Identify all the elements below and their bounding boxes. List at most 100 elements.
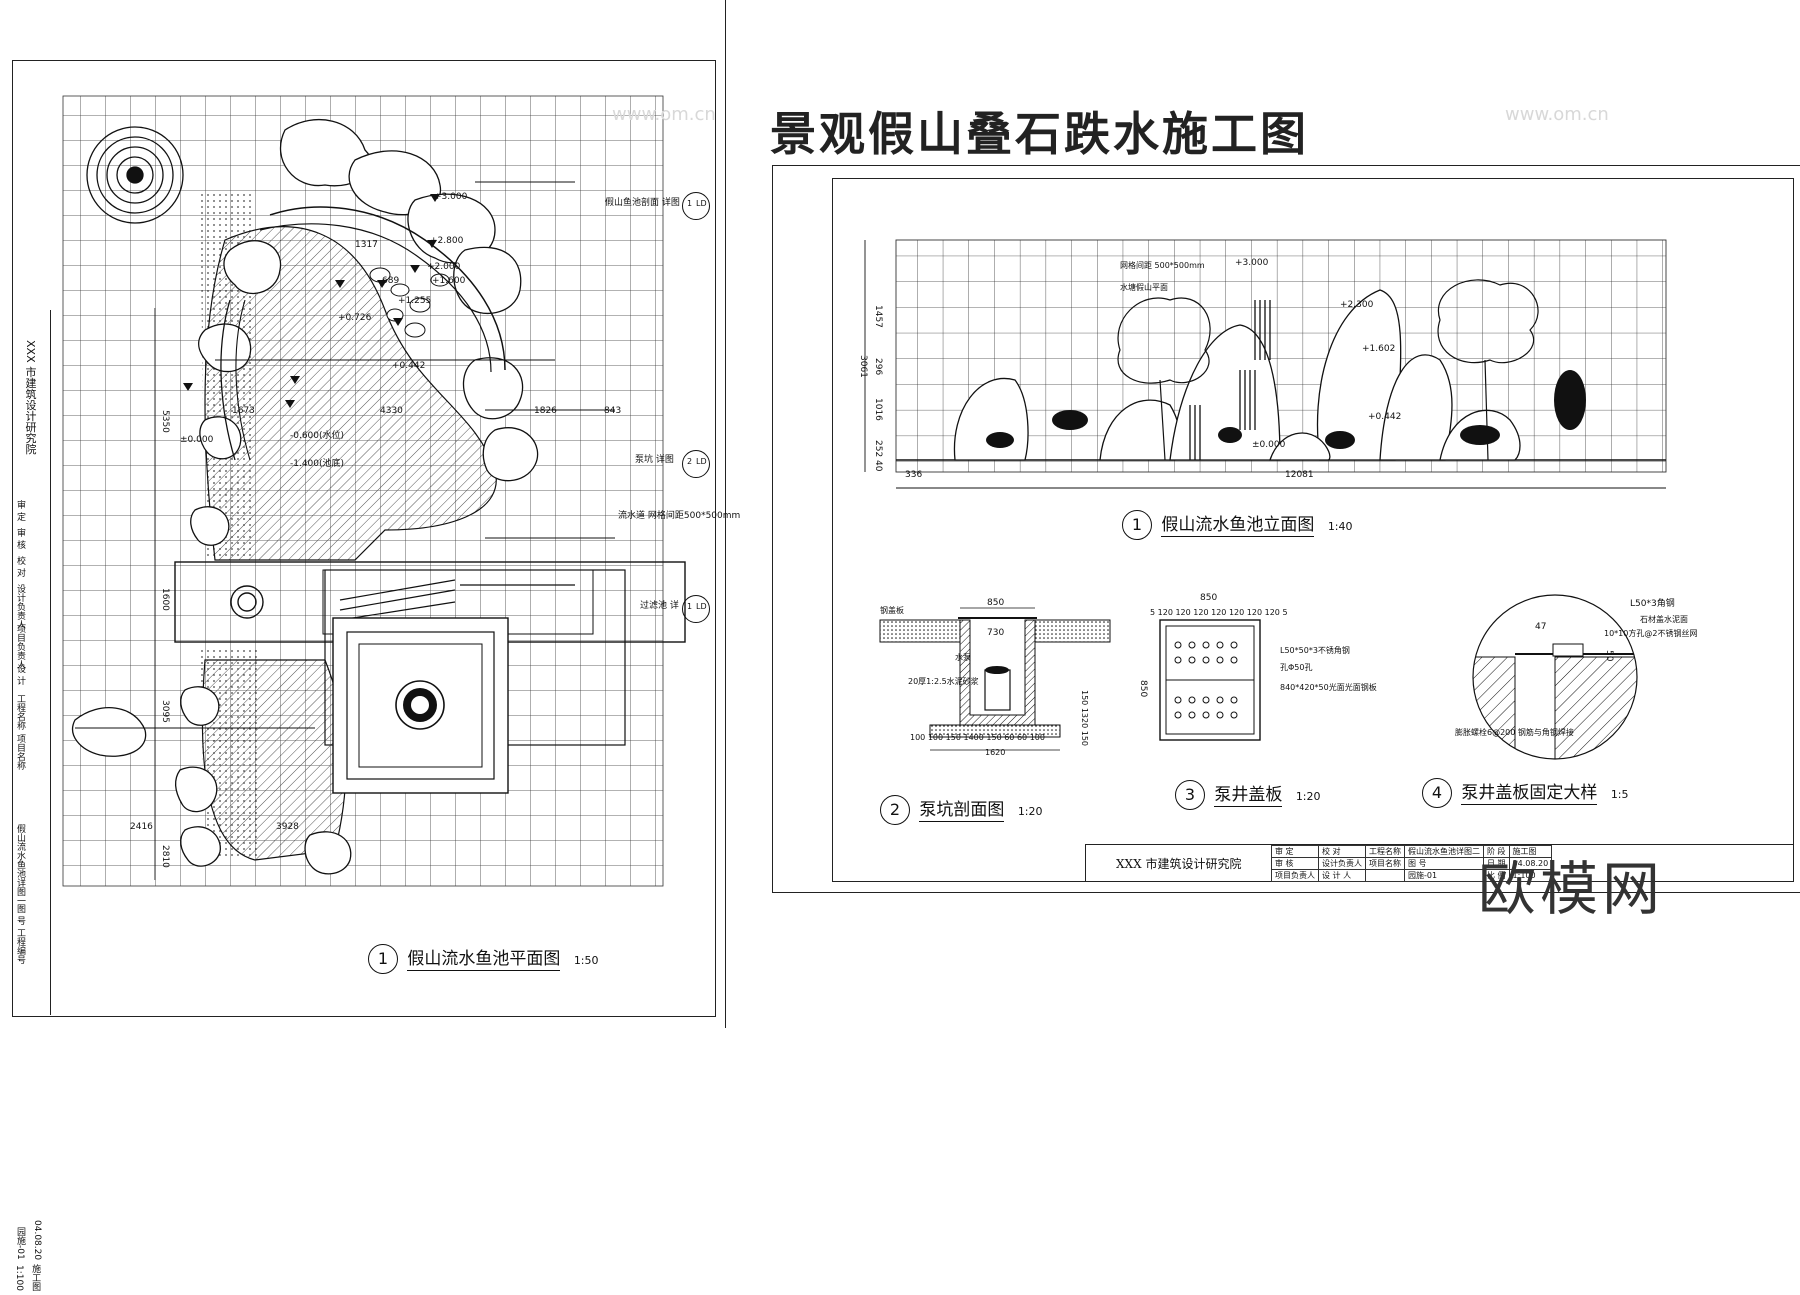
strip-label: 设计负责人 [15,584,25,629]
strip-label: 项目名称 [15,734,25,770]
callout-text: 泵坑 详图 [635,455,674,465]
pit-dim: 1400 [963,733,984,742]
strip-code: 园施-01 [15,1227,25,1261]
tb-cell: 假山流水鱼池详图二 [1404,845,1484,858]
cover-subdim: 120 [1157,608,1173,617]
caption-number: 2 [880,795,910,825]
pit-ground-left [879,619,961,643]
caption-scale: 1:50 [573,954,599,967]
callout-ref: LD [696,457,707,466]
cover-dim: 850 [1138,680,1148,698]
callout-num: 2 [687,457,693,466]
elevation-label: +0.726 [338,313,372,323]
detail-wall [1554,656,1637,759]
pit-dim: 150 [945,733,961,742]
strip-label: 假山流水鱼池详图一 [15,824,25,905]
callout-num: 1 [687,602,693,611]
elevation-label: ±0.000 [180,435,214,445]
detail-wall [1473,656,1516,759]
elevation-note: 水塘假山平面 [1120,283,1168,292]
pit-dim: 1320 [1080,707,1089,729]
dim-label: 689 [382,276,400,286]
caption-title: 泵井盖板 [1214,785,1283,807]
caption-title: 泵井盖板固定大样 [1461,783,1598,805]
detail-angle [1552,643,1584,657]
pavilion-frame [346,631,495,780]
rockery-stones [72,118,539,875]
pit-dim: 150 [1080,730,1089,747]
caption-number: 3 [1175,780,1205,810]
note-water: 流水道 [618,511,646,521]
dim-label: 3928 [276,822,299,832]
cover-subdim: 120 [1246,608,1263,617]
elevation-label: +1.600 [432,276,466,286]
round-fountain [86,126,184,224]
dimension-lines [75,181,615,880]
dim-label: 3095 [160,700,170,723]
dim-label: 5350 [160,410,170,433]
pump-top [985,666,1009,674]
pit-note: 钢盖板 [880,606,904,615]
elevation-dim: 296 [873,358,883,376]
strip-label: 设 计 [15,664,25,685]
stream-channel [220,299,236,461]
callout-num: 1 [687,199,693,208]
elevation-dim: 40 [873,460,883,472]
elevation-dim: 12081 [1285,470,1314,480]
caption-number: 4 [1422,778,1452,808]
stream-channel [235,299,251,461]
cover-subdim: 120 [1193,608,1209,617]
callout-bubble: 1 LD [682,192,710,220]
watermark: www.om.cn [1505,104,1609,125]
elevation-triangles [183,194,440,408]
strip-label: 校 对 [15,556,25,577]
caption-number: 1 [1122,510,1152,540]
callout-ref: LD [696,199,707,208]
brand-watermark: 欧模网 [1478,855,1665,923]
cover-subdim: 120 [1211,608,1227,617]
callout-ref: LD [696,602,707,611]
dim-label: 2810 [160,845,170,868]
detail-label: 石材盖水泥面 [1640,615,1688,624]
strip-label: 工程名称 [15,694,25,730]
strip-code: 1:100 [14,1265,24,1292]
cover-label: L50*50*3不锈角钢 [1280,646,1350,655]
cover-subdim: 120 [1175,608,1191,617]
pond-elevation-drawing [864,239,1667,489]
pit-dim: 100 [910,733,926,742]
callout-bubble: 1 LD [682,595,710,623]
elevation-caption: 1 假山流水鱼池立面图 1:40 [1122,510,1353,540]
stream-channel [269,206,506,371]
callout-text: 过滤池 详 [640,601,679,611]
left-strip-codes: 园施-01 04.08.20 1:100 施工图 [14,1220,50,1295]
title-block-institute: XXX 市建筑设计研究院 [1116,857,1242,871]
pit-base [929,724,1061,738]
elevation-label: +2.000 [427,262,461,272]
left-institute-name: XXX 市建筑设计研究院 [24,340,37,455]
cover-subdim: 5 [1150,608,1156,617]
pit-dim: 60 [1016,733,1028,742]
tb-cell: 1:100 [1508,869,1553,882]
detail-caption: 4 泵井盖板固定大样 1:5 [1422,778,1629,808]
pavilion-medallion [395,680,445,730]
pit-side-dims: 150 1320 150 [1080,690,1089,746]
caption-number: 1 [368,944,398,974]
caption-scale: 1:20 [1017,805,1043,818]
pit-ground-right [1034,619,1111,643]
cover-subdim: 5 [1282,608,1288,617]
drain-cover [230,585,264,619]
dim-label: 843 [604,406,622,416]
pit-dim: 100 [1029,733,1045,742]
elevation-label: -0.600(水位) [290,431,345,441]
pit-bottom-dims: 100 100 150 1400 150 60 60 100 [910,733,1045,742]
detail-dim: 47 [1535,622,1547,632]
pump-pit-section [879,607,1111,751]
pit-dim-label: 1620 [985,748,1006,757]
tb-cell: 图 号 [1404,857,1484,870]
tb-cell: 审 定 [1271,845,1319,858]
pit-dim: 150 [1080,690,1089,706]
cover-fixing-detail [1472,594,1638,760]
left-sheet-border [725,0,726,1028]
note-size: 网格间距500*500mm [647,511,741,521]
cover-subdim: 120 [1264,608,1280,617]
